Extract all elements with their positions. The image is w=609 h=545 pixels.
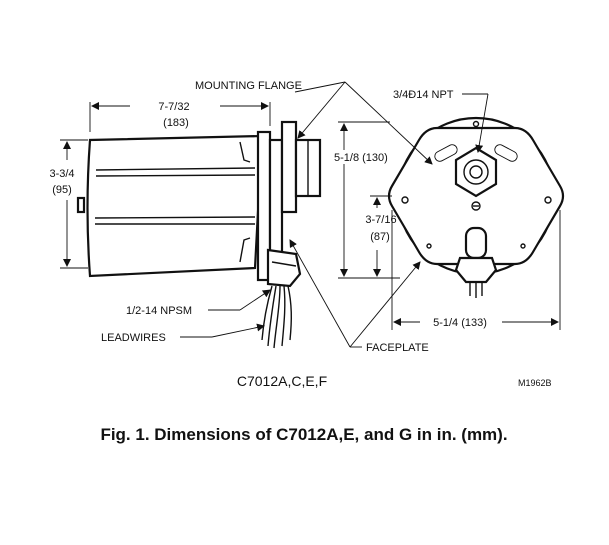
front-view: [387, 116, 565, 298]
mounting-flange-label: MOUNTING FLANGE: [195, 80, 302, 92]
leadwires-label: LEADWIRES: [101, 332, 166, 344]
figure-caption: Fig. 1. Dimensions of C7012A,E, and G in…: [100, 425, 507, 444]
height-mm-label: (95): [52, 184, 72, 196]
screw-hole-top: [472, 120, 480, 128]
leader-lines: [180, 81, 489, 348]
npt-label: 3/4Ð14 NPT: [393, 89, 454, 101]
side-body-ribs: [94, 141, 256, 263]
side-leadwires: [261, 285, 293, 349]
bottom-nut: [454, 256, 498, 284]
inner-height-mm-label: (87): [370, 231, 390, 243]
screw-hole-right: [544, 196, 552, 204]
length-mm-label: (183): [163, 117, 189, 129]
npsm-fitting: [266, 248, 302, 288]
height-in-label: 3-3/4: [49, 168, 74, 180]
side-body: [86, 134, 264, 278]
model-label: C7012A,C,E,F: [237, 373, 327, 389]
flange-lip: [280, 120, 298, 214]
screw-hole-left: [401, 196, 409, 204]
bottom-fitting: [464, 226, 488, 260]
npt-hex: [454, 146, 498, 198]
inner-height-in-label: 3-7/16: [365, 214, 396, 226]
left-slot: [434, 144, 458, 162]
flange-hub: [268, 138, 284, 266]
face-height-label: 5-1/8 (130): [334, 152, 388, 164]
dimension-lines: [60, 102, 561, 330]
npsm-label: 1/2-14 NPSM: [126, 305, 192, 317]
right-slot: [494, 144, 518, 162]
faceplate-label: FACEPLATE: [366, 342, 429, 354]
side-connector: [76, 196, 86, 214]
drawing-code-label: M1962B: [518, 378, 552, 388]
face-width-label: 5-1/4 (133): [433, 317, 487, 329]
length-in-label: 7-7/32: [158, 101, 189, 113]
side-view: [76, 120, 322, 349]
